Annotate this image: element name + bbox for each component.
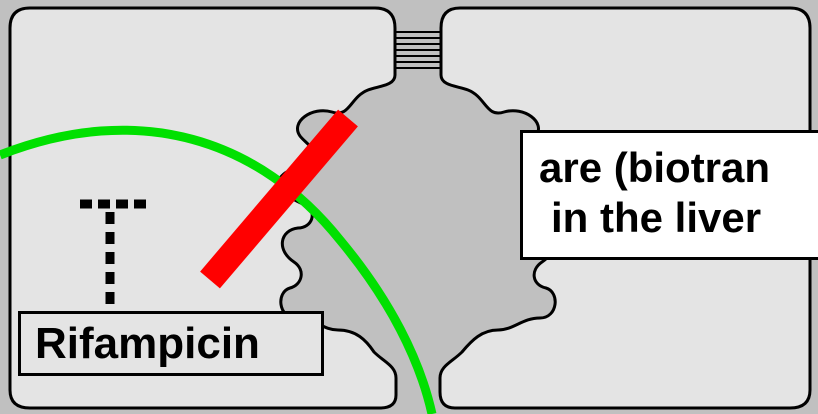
transport-label-line2: in the liver bbox=[539, 193, 818, 243]
tight-junction bbox=[396, 32, 440, 68]
transport-label: are (biotran in the liver bbox=[520, 130, 818, 260]
rifampicin-text: Rifampicin bbox=[35, 319, 260, 368]
rifampicin-label: Rifampicin bbox=[18, 311, 324, 376]
transport-label-line1: are (biotran bbox=[539, 143, 818, 193]
